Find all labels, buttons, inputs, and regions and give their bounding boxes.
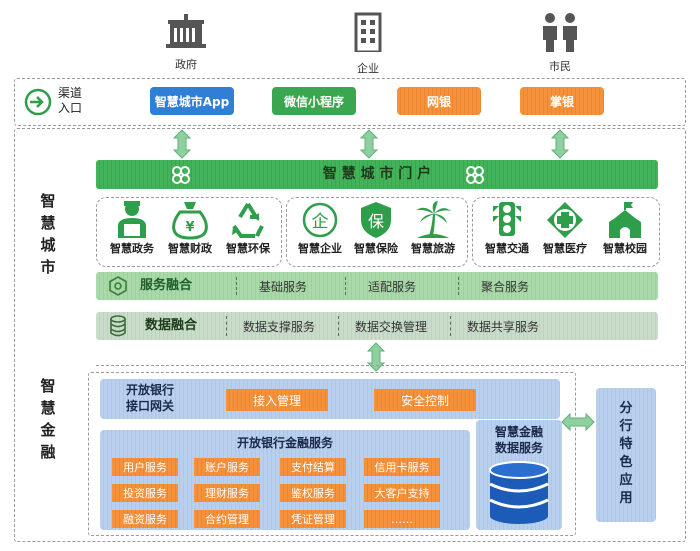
aggregation-service[interactable]: 聚合服务 <box>458 277 551 295</box>
financing-service[interactable]: 融资服务 <box>112 510 178 528</box>
basic-service[interactable]: 基础服务 <box>236 277 329 295</box>
people-icon <box>543 13 577 52</box>
contract-management[interactable]: 合约管理 <box>194 510 260 528</box>
recycle-icon <box>232 202 264 238</box>
database-stack-icon <box>486 460 552 530</box>
online-banking-button[interactable]: 网银 <box>397 87 481 115</box>
smart-insurance-item[interactable]: 保 智慧保险 <box>348 200 404 256</box>
citizen-user: 市民 <box>538 12 582 73</box>
citizen-label: 市民 <box>549 60 571 73</box>
finance-inner-frame <box>88 372 576 536</box>
data-support-service[interactable]: 数据支撑服务 <box>226 316 331 336</box>
clover-icon <box>170 164 192 190</box>
smart-campus-item[interactable]: 智慧校园 <box>596 200 654 256</box>
clover-icon <box>464 164 486 190</box>
enterprise-label: 企业 <box>357 62 379 75</box>
double-arrow-icon <box>561 412 595 432</box>
branch-specialty-apps[interactable] <box>596 388 656 522</box>
more-services[interactable]: …… <box>364 510 440 528</box>
app-group-3 <box>472 197 660 267</box>
payment-settlement[interactable]: 支付结算 <box>280 458 346 476</box>
app-group-2 <box>286 197 468 267</box>
service-fusion-title: 服务融合 <box>140 278 193 293</box>
smart-environment-item[interactable]: 智慧环保 <box>220 200 276 256</box>
channel-entry-row <box>14 78 686 126</box>
data-services-title: 智慧金融 数据服务 <box>494 425 543 455</box>
smart-medical-item[interactable]: 智慧医疗 <box>536 200 594 256</box>
service-fusion-bar <box>96 272 658 300</box>
government-user: 政府 <box>166 14 206 71</box>
data-fusion-title: 数据融合 <box>145 318 198 333</box>
data-fusion-bar <box>96 312 658 340</box>
smart-enterprise-item[interactable]: 企 智慧企业 <box>292 200 348 256</box>
enterprise-seal-icon: 企 <box>302 202 338 238</box>
palm-tree-icon <box>416 201 451 238</box>
smart-city-portal-bar[interactable] <box>96 160 658 189</box>
main-frame <box>14 128 686 542</box>
school-building-icon <box>609 202 641 238</box>
user-service[interactable]: 用户服务 <box>112 458 178 476</box>
enterprise-user: 企业 <box>348 12 388 75</box>
smart-traffic-item[interactable]: 智慧交通 <box>478 200 536 256</box>
medical-cross-icon <box>547 202 583 238</box>
enter-icon <box>24 88 52 120</box>
data-exchange-management[interactable]: 数据交换管理 <box>338 316 443 336</box>
government-label: 政府 <box>175 58 197 71</box>
app-group-1 <box>96 197 282 267</box>
key-account-support[interactable]: 大客户支持 <box>364 484 440 502</box>
wechat-miniprogram-button[interactable]: 微信小程序 <box>272 87 356 115</box>
svg-text:¥: ¥ <box>185 220 194 235</box>
hexagon-settings-icon <box>108 276 128 300</box>
authentication-service[interactable]: 鉴权服务 <box>280 484 346 502</box>
government-building-icon <box>166 14 206 48</box>
smart-tourism-item[interactable]: 智慧旅游 <box>404 200 462 256</box>
account-service[interactable]: 账户服务 <box>194 458 260 476</box>
wealth-management-service[interactable]: 理财服务 <box>194 484 260 502</box>
portal-title: 智 慧 城 市 门 户 <box>322 166 432 182</box>
access-management[interactable]: 接入管理 <box>226 389 328 411</box>
traffic-light-icon <box>493 202 521 236</box>
smart-finance-gov-item[interactable]: ¥ 智慧财政 <box>162 200 218 256</box>
database-icon <box>108 315 128 341</box>
credit-card-service[interactable]: 信用卡服务 <box>364 458 440 476</box>
branch-specialty-apps-label: 分 行 特 色 应 用 <box>619 401 633 506</box>
security-control[interactable]: 安全控制 <box>374 389 476 411</box>
financial-services-title: 开放银行金融服务 <box>236 436 333 450</box>
money-bag-icon: ¥ <box>172 202 208 240</box>
insurance-shield-icon: 保 <box>361 202 391 238</box>
smart-city-app-button[interactable]: 智慧城市App <box>150 87 234 115</box>
official-person-icon <box>118 201 146 238</box>
mobile-banking-button[interactable]: 掌银 <box>520 87 604 115</box>
svg-text:保: 保 <box>368 212 384 231</box>
smart-finance-side-label: 智 慧 金 融 <box>40 377 56 461</box>
smart-city-side-label: 智 慧 城 市 <box>40 192 56 276</box>
smart-government-item[interactable]: 智慧政务 <box>104 200 160 256</box>
voucher-management[interactable]: 凭证管理 <box>280 510 346 528</box>
adapter-service[interactable]: 适配服务 <box>345 277 438 295</box>
gateway-title: 开放银行 接口网关 <box>126 383 175 413</box>
investment-service[interactable]: 投资服务 <box>112 484 178 502</box>
svg-text:企: 企 <box>312 212 329 232</box>
channel-label: 渠道 入口 <box>58 86 83 115</box>
section-divider <box>96 365 684 366</box>
data-sharing-service[interactable]: 数据共享服务 <box>450 316 555 336</box>
open-banking-gateway <box>100 379 560 419</box>
